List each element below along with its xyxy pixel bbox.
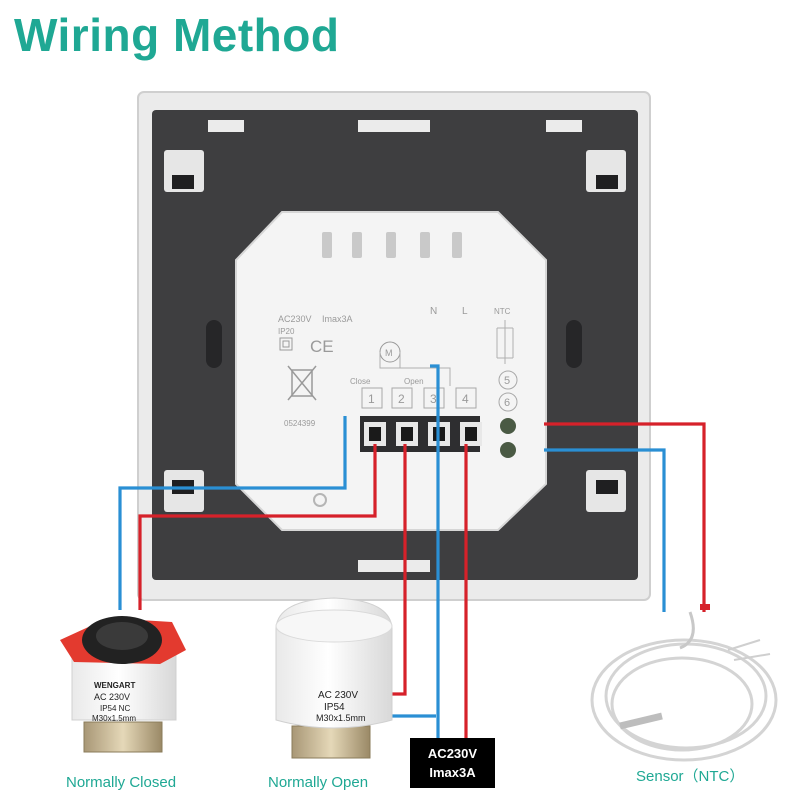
terminal-3-label: 3: [430, 392, 437, 406]
power-supply-label: AC230V Imax3A: [410, 738, 495, 788]
page-title: Wiring Method: [14, 9, 340, 61]
screw-slot-left: [206, 320, 222, 368]
no-spec-voltage: AC 230V: [318, 690, 358, 701]
power-voltage: AC230V: [427, 746, 478, 761]
label-close: Close: [350, 377, 371, 386]
terminal-1-label: 1: [368, 392, 375, 406]
terminal-6-label: 6: [504, 397, 510, 409]
nc-spec-thread: M30x1.5mm: [92, 714, 136, 723]
wire-ntc-blue: [544, 448, 666, 612]
release-hole: [313, 493, 327, 507]
screw-slot-right: [566, 320, 582, 368]
label-open: Open: [404, 377, 424, 386]
caption-sensor-ntc: Sensor（NTC）: [636, 768, 745, 785]
ce-mark: CE: [310, 337, 334, 356]
label-l: L: [462, 306, 468, 317]
caption-normally-closed: Normally Closed: [66, 774, 177, 791]
power-current: Imax3A: [429, 765, 476, 780]
thermostat-back-panel: AC230V Imax3A IP20 CE 0524399 N L NTC M …: [137, 91, 651, 601]
motor-symbol-label: M: [385, 348, 393, 358]
caption-normally-open: Normally Open: [268, 774, 369, 791]
ntc-sensor-cable: [590, 604, 778, 762]
sensor-wire-tip-red: [700, 604, 710, 610]
serial-number: 0524399: [284, 419, 316, 428]
double-insulation-icon: [279, 337, 293, 351]
actuator-normally-open: AC 230V IP54 M30x1.5mm: [275, 597, 393, 759]
screw-terminal-block: [360, 416, 516, 458]
current-label: Imax3A: [322, 314, 353, 324]
sensor-probe: [619, 712, 663, 730]
nc-brand: WENGART: [94, 681, 135, 690]
terminal-4-label: 4: [462, 392, 469, 406]
no-spec-thread: M30x1.5mm: [316, 713, 366, 723]
nc-spec-voltage: AC 230V: [94, 692, 130, 702]
rating-label: AC230V: [278, 314, 312, 324]
back-module: [235, 211, 547, 531]
terminal-2-label: 2: [398, 392, 405, 406]
wire-nc-red: [138, 444, 377, 610]
sensor-symbol-icon: [496, 320, 514, 364]
nc-spec-ip: IP54 NC: [100, 704, 130, 713]
wire-no-red: [390, 444, 407, 696]
label-ntc: NTC: [494, 307, 511, 316]
wire-neutral-blue: [430, 364, 440, 738]
ip-label: IP20: [278, 327, 295, 336]
wiring: [118, 364, 706, 738]
label-n: N: [430, 306, 437, 317]
wire-nc-phase-blue: [118, 416, 347, 610]
terminal-5-label: 5: [504, 375, 510, 387]
terminal-number-boxes: [361, 370, 518, 412]
actuator-normally-closed: WENGART AC 230V IP54 NC M30x1.5mm: [60, 616, 186, 753]
wire-ntc-red: [544, 422, 706, 612]
weee-bin-icon: [287, 365, 317, 401]
vent-slots: [322, 232, 462, 258]
no-spec-ip: IP54: [324, 702, 345, 713]
